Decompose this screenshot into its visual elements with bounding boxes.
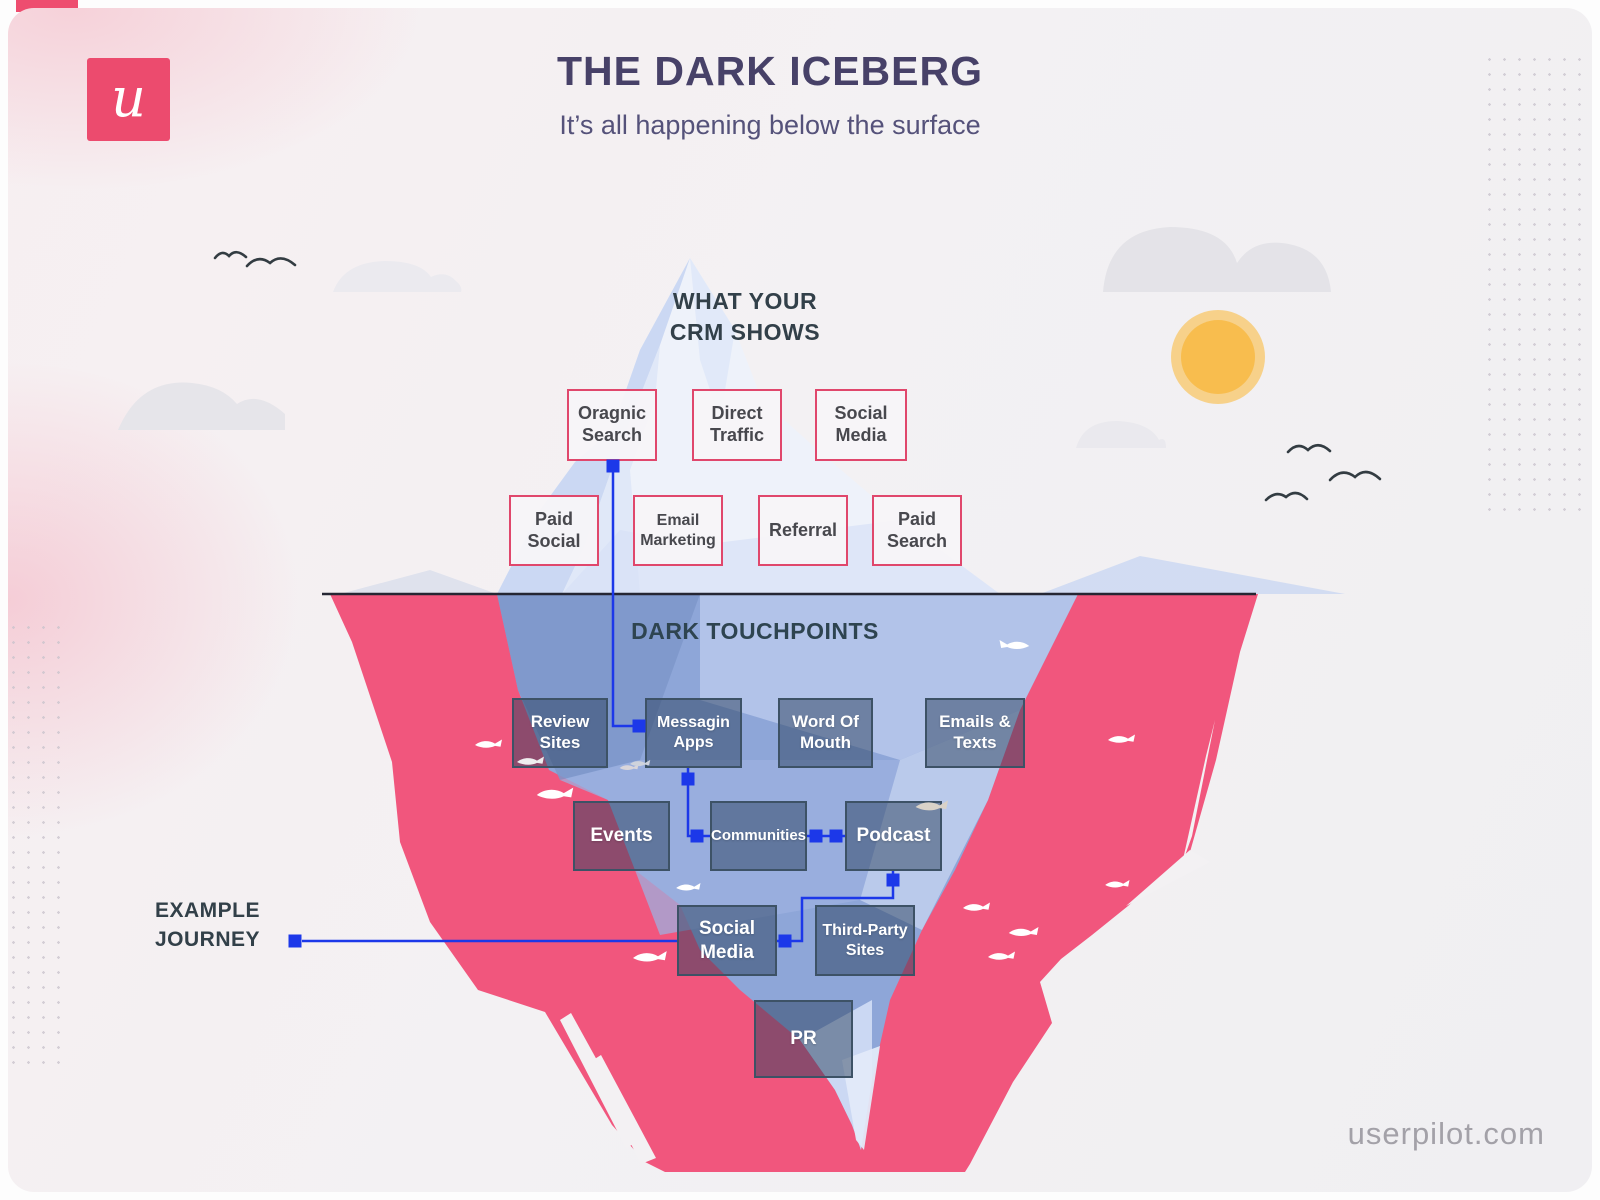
- example-journey-label: EXAMPLE JOURNEY: [155, 899, 261, 952]
- box-social-media-surface: Social Media: [815, 389, 907, 461]
- box-events: Events: [573, 801, 670, 871]
- page-subtitle: It’s all happening below the surface: [559, 110, 981, 140]
- box-social-media-deep: Social Media: [677, 905, 777, 976]
- box-label: Events: [590, 825, 653, 847]
- box-review-sites: Review Sites: [512, 698, 608, 768]
- box-email-marketing: Email Marketing: [633, 495, 723, 566]
- sun-icon: [1171, 310, 1265, 404]
- dot-pattern-right: [1482, 52, 1592, 520]
- surface-section-label: WHAT YOUR CRM SHOWS: [669, 288, 821, 346]
- box-label: Emails & Texts: [939, 712, 1011, 752]
- box-direct-traffic: Direct Traffic: [692, 389, 782, 461]
- dark-section-label: DARK TOUCHPOINTS: [631, 618, 879, 644]
- box-referral: Referral: [758, 495, 848, 566]
- box-label: Messagin Apps: [657, 714, 730, 751]
- ice-shelf-left: [340, 570, 497, 594]
- box-third-party-sites: Third-Party Sites: [815, 905, 915, 976]
- box-organic-search: Oragnic Search: [567, 389, 657, 461]
- box-label: Social Media: [834, 403, 888, 445]
- userpilot-logo: u: [87, 58, 170, 141]
- box-label: Paid Social: [527, 508, 581, 551]
- box-paid-search: Paid Search: [872, 495, 962, 566]
- dot-pattern-left: [8, 620, 64, 1065]
- page-title: THE DARK ICEBERG: [556, 48, 984, 94]
- box-paid-social: Paid Social: [509, 495, 599, 566]
- cloud-icon: [118, 227, 1331, 448]
- ice-shelf-right: [1040, 556, 1345, 594]
- box-messaging-apps: Messagin Apps: [645, 698, 742, 768]
- website-url: userpilot.com: [1347, 1116, 1545, 1151]
- box-podcast: Podcast: [845, 801, 942, 871]
- box-label: Podcast: [856, 825, 931, 847]
- box-communities: Communities: [710, 801, 807, 871]
- box-label: Email Marketing: [640, 511, 716, 549]
- box-label: Social Media: [699, 918, 755, 963]
- box-pr: PR: [754, 1000, 853, 1078]
- bird-icon: [213, 250, 1382, 502]
- box-label: Review Sites: [530, 712, 590, 752]
- box-label: Paid Search: [886, 508, 948, 551]
- box-label: Third-Party Sites: [822, 921, 908, 959]
- logo-letter: u: [111, 65, 146, 129]
- box-label: Direct Traffic: [709, 403, 765, 445]
- box-label: Word Of Mouth: [792, 712, 859, 752]
- box-emails-texts: Emails & Texts: [925, 698, 1025, 768]
- box-word-of-mouth: Word Of Mouth: [778, 698, 873, 768]
- box-label: PR: [790, 1028, 817, 1050]
- box-label: Oragnic Search: [577, 403, 647, 445]
- box-label: Referral: [768, 519, 838, 540]
- scene: u THE DARK ICEBERG It’s all happening be…: [8, 8, 1592, 1192]
- box-label: Communities: [711, 826, 807, 844]
